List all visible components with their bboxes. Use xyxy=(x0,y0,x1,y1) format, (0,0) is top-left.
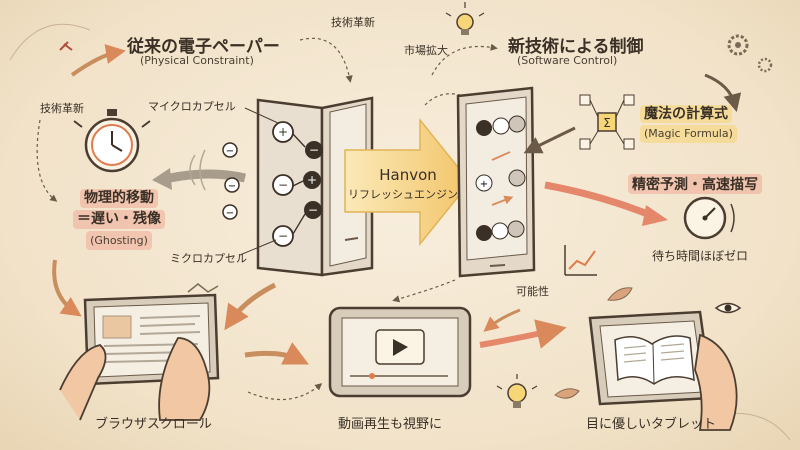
eye-friendly-tablet-label: 目に優しいタブレット xyxy=(586,417,717,432)
capsule-minus-icon: − xyxy=(224,177,240,193)
browser-scroll-label: ブラウザスクロール xyxy=(95,417,212,432)
capsule-minus-icon: − xyxy=(222,142,238,158)
label-pointer xyxy=(244,107,279,124)
arrow-head xyxy=(642,205,668,226)
capsule-minus-icon: − xyxy=(222,204,238,220)
arrow xyxy=(224,282,277,331)
problem-text-2: ＝遅い・残像 xyxy=(73,210,165,229)
possibility-label: 可能性 xyxy=(516,285,549,298)
problem-ghosting: (Ghosting) xyxy=(86,231,152,250)
arrow xyxy=(52,259,82,317)
left-panel-title: 従来の電子ペーパー xyxy=(127,37,280,57)
engine-subtitle: リフレッシュエンジン xyxy=(348,188,458,201)
arrow xyxy=(244,342,309,365)
center-tech-label: 技術革新 xyxy=(331,16,375,29)
leaf-icon xyxy=(607,287,633,301)
play-icon xyxy=(393,339,408,356)
lightbulb-icon xyxy=(445,2,485,35)
arrow xyxy=(479,319,567,349)
capsule-plus-icon: − xyxy=(304,201,322,219)
gear-icon xyxy=(727,34,749,56)
wait-time-label: 待ち時間ほぼゼロ xyxy=(652,249,749,263)
engine-name: Hanvon xyxy=(379,166,437,184)
leaf-icon xyxy=(554,388,580,399)
svg-text:−: − xyxy=(226,146,234,157)
arrow xyxy=(483,308,521,332)
capsule-minus-icon: − xyxy=(272,174,294,196)
sparkle-icon xyxy=(59,41,73,51)
reading-tablet xyxy=(588,310,738,431)
stopwatch-icon xyxy=(73,109,151,173)
svg-text:−: − xyxy=(228,181,236,192)
video-playback-label: 動画再生も視野に xyxy=(338,417,443,432)
svg-text:−: − xyxy=(308,203,318,217)
svg-text:−: − xyxy=(278,229,288,243)
right-epaper-device: + xyxy=(456,86,536,278)
eye-icon xyxy=(714,302,742,314)
sketch-line xyxy=(9,23,91,61)
video-tablet xyxy=(328,306,472,398)
problem-box: 物理的移動 ＝遅い・残像 (Ghosting) xyxy=(64,187,174,250)
capsule-row xyxy=(476,220,525,241)
speed-gauge-icon xyxy=(683,196,735,240)
capsule-row: + xyxy=(475,169,526,192)
arrow xyxy=(70,44,126,77)
arrow xyxy=(704,73,742,112)
prediction-label: 精密予測・高速描写 xyxy=(628,174,762,194)
capsule-row xyxy=(476,115,526,136)
left-tech-label: 技術革新 xyxy=(40,102,84,115)
magic-formula-diagram: Σ xyxy=(579,94,635,150)
arrow xyxy=(523,126,576,154)
arrow xyxy=(36,119,58,202)
capsule-plus-icon: + xyxy=(303,171,321,189)
right-panel-subtitle: (Software Control) xyxy=(517,54,618,67)
arrow xyxy=(392,279,456,303)
capsule-minus-icon: − xyxy=(272,225,294,247)
problem-text: 物理的移動 xyxy=(80,189,158,208)
svg-text:+: + xyxy=(480,179,488,190)
lightbulb-icon xyxy=(496,374,538,408)
motion-lines xyxy=(189,149,206,191)
browser-tablet xyxy=(59,293,220,421)
right-panel-title: 新技術による制御 xyxy=(508,37,644,57)
capsule-minus-icon: − xyxy=(305,141,323,159)
formula-subtitle: (Magic Formula) xyxy=(640,125,737,143)
arrow-head xyxy=(152,168,172,190)
gear-icon xyxy=(757,57,773,73)
microcapsule-bottom-label: ミクロカプセル xyxy=(170,252,247,265)
arrow xyxy=(424,93,461,106)
svg-text:Σ: Σ xyxy=(603,116,611,130)
svg-text:+: + xyxy=(307,173,317,187)
sketch-line xyxy=(187,283,219,293)
formula-title: 魔法の計算式 xyxy=(640,105,732,123)
microcapsule-top-label: マイクロカプセル xyxy=(148,100,236,113)
svg-text:−: − xyxy=(309,143,319,157)
trend-chart-icon xyxy=(564,245,597,276)
formula-box: 魔法の計算式 (Magic Formula) xyxy=(640,104,737,143)
arrow xyxy=(544,181,652,219)
book-icon xyxy=(614,335,695,385)
hanvon-engine-arrow xyxy=(344,117,471,247)
arrow xyxy=(299,37,353,83)
label-pointer xyxy=(239,239,277,256)
capsule-plus-icon: + xyxy=(272,121,294,143)
svg-text:+: + xyxy=(278,125,288,139)
market-expansion-label: 市場拡大 xyxy=(404,44,448,57)
svg-text:−: − xyxy=(226,208,234,219)
svg-text:−: − xyxy=(278,178,288,192)
left-panel-subtitle: (Physical Constraint) xyxy=(140,54,254,67)
arrow xyxy=(169,169,247,183)
arrow xyxy=(247,383,323,401)
arrow xyxy=(431,43,498,76)
